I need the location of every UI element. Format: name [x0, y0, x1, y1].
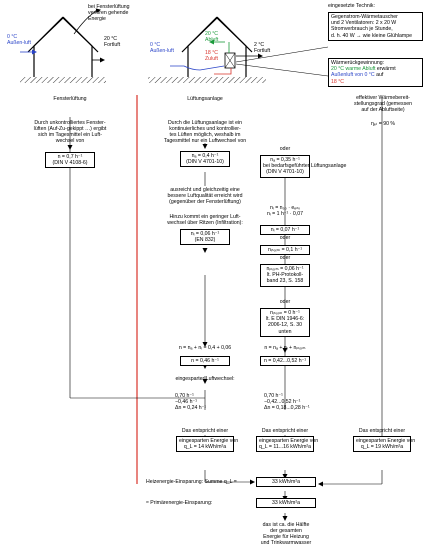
heading-heat-recovery-rate: effektiver Wärmebereit-stellungsgrad (ge… [354, 95, 412, 114]
left-description: Durch unkontrolliertes Fenster-lüften (A… [33, 120, 107, 145]
primary-energy-label: ≈ Primärenergie-Einsparung: [146, 500, 213, 506]
or-2: oder [279, 235, 291, 241]
mid-total-box: n = 0,46 h⁻¹ [180, 356, 230, 367]
alt-infiltration-box-2: nᵢₙₒᵣₘ = 0,1 h⁻¹ [260, 245, 310, 256]
equals-label-1: Das entspricht einer [181, 428, 229, 434]
heat-recovery-rate-value: ηₑₜ = 90 % [370, 121, 396, 127]
heating-saving-label: Heizenergie-Einsparung: Summe q_L = [146, 479, 237, 485]
alt-infiltration-box-1: nᵢ = 0,07 h⁻¹ [260, 225, 310, 236]
or-4: oder [279, 299, 291, 305]
heading-window-ventilation: Fensterlüftung [53, 96, 87, 102]
mid-sum-formula: n = nₐ + nᵢ = 0,4 + 0,06 [178, 345, 232, 351]
pointer-line-technology [235, 46, 329, 63]
ground-hatch-1 [20, 77, 106, 83]
alt-sum-formula: n = nₐ + nᵢ + nᵢₙₒᵣₘ [264, 345, 306, 351]
equals-label-2: Das entspricht einer [261, 428, 309, 434]
label-technology-heading: eingesetzte Technik: [328, 3, 375, 9]
house-window-ventilation [20, 8, 106, 83]
mid-rate-box: nₐ = 0,4 h⁻¹(DIN V 4701-10) [180, 151, 230, 168]
mid-infiltration-text: Hinzu kommt ein geringer Luft-wechsel üb… [167, 214, 243, 227]
heating-saving-box: 33 kWh/m²a [256, 477, 316, 488]
or-1: oder [279, 146, 291, 152]
ground-hatch-2 [148, 77, 266, 83]
pointer-line-recovery [235, 63, 329, 77]
heat-recovery-box: Wärmerückgewinnung:20 °C warme Abluft er… [328, 58, 423, 87]
primary-energy-box: 33 kWh/m²a [256, 498, 316, 509]
mid-infiltration-box: nᵢ = 0,06 h⁻¹(EN 832) [180, 229, 230, 246]
left-rate-box: n = 0,7 h⁻¹(DIN V 4108-6) [45, 152, 95, 169]
equals-label-3: Das entspricht einer [358, 428, 406, 434]
heading-ventilation-system: Lüftungsanlage [187, 96, 223, 102]
or-3: oder [279, 255, 291, 261]
house-ventilation-system [148, 16, 329, 83]
alt-total-box: n = 0,42...0,52 h⁻¹ [260, 356, 310, 367]
mid-saved-heading: eingesparter Luftwechsel: [175, 376, 235, 382]
